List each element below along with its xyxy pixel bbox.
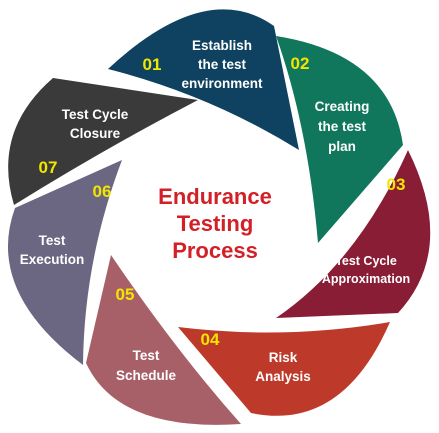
step-02-label-line-3: plan bbox=[328, 139, 356, 154]
step-04: 04 Risk Analysis bbox=[178, 322, 390, 416]
step-01-blade bbox=[108, 9, 299, 150]
step-06: 06 Test Execution bbox=[7, 160, 122, 365]
center-title-line-3: Process bbox=[172, 238, 258, 263]
step-01-number: 01 bbox=[143, 55, 162, 74]
step-06-label-line-1: Test bbox=[39, 233, 66, 248]
step-01: 01 Establish the test environment bbox=[108, 9, 299, 150]
step-02-label-line-2: the test bbox=[318, 119, 367, 134]
step-01-label-line-1: Establish bbox=[192, 38, 252, 53]
step-05-blade bbox=[86, 255, 241, 425]
step-07-label-line-2: Closure bbox=[70, 126, 121, 141]
step-02-number: 02 bbox=[291, 54, 310, 73]
step-01-label-line-2: the test bbox=[198, 57, 247, 72]
step-03: 03 Test Cycle Approximation bbox=[276, 150, 431, 318]
step-03-label-line-2: Approximation bbox=[322, 272, 410, 286]
step-05-number: 05 bbox=[116, 285, 135, 304]
step-05: 05 Test Schedule bbox=[86, 255, 241, 425]
step-04-number: 04 bbox=[201, 330, 220, 349]
step-05-label-line-2: Schedule bbox=[116, 368, 177, 383]
step-04-label-line-2: Analysis bbox=[255, 369, 311, 384]
step-06-blade bbox=[7, 160, 122, 365]
step-07-label-line-1: Test Cycle bbox=[62, 107, 129, 122]
step-06-label-line-2: Execution bbox=[20, 252, 85, 267]
center-title-line-1: Endurance bbox=[158, 184, 272, 209]
step-07-number: 07 bbox=[39, 158, 58, 177]
step-01-label-line-3: environment bbox=[181, 76, 263, 91]
step-07: 07 Test Cycle Closure bbox=[8, 78, 199, 205]
center-title: Endurance Testing Process bbox=[158, 184, 272, 263]
step-04-label-line-1: Risk bbox=[269, 350, 298, 365]
step-06-number: 06 bbox=[93, 182, 112, 201]
step-02-blade bbox=[276, 36, 403, 243]
center-title-line-2: Testing bbox=[177, 211, 254, 236]
step-07-blade bbox=[8, 78, 199, 205]
step-04-blade bbox=[178, 322, 390, 416]
step-03-number: 03 bbox=[387, 175, 406, 194]
step-03-blade bbox=[276, 150, 431, 318]
step-03-label-line-1: Test Cycle bbox=[335, 254, 397, 268]
step-05-label-line-1: Test bbox=[133, 348, 160, 363]
step-02-label-line-1: Creating bbox=[315, 99, 370, 114]
step-02: 02 Creating the test plan bbox=[276, 36, 403, 243]
